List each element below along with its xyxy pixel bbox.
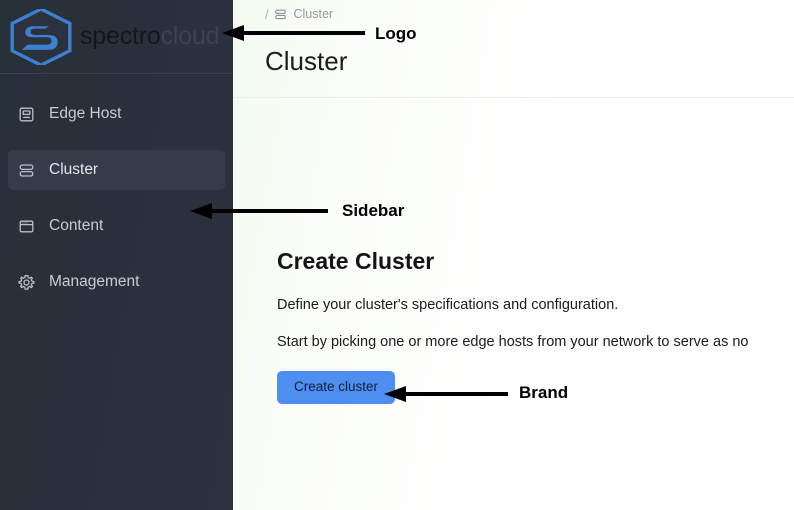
sidebar-item-label: Content	[49, 217, 104, 235]
section-paragraph-1: Define your cluster's specifications and…	[277, 297, 619, 313]
page-header: Cluster	[233, 24, 794, 98]
brand-name-part2: cloud	[160, 22, 220, 50]
sidebar-item-edge-host[interactable]: Edge Host	[8, 94, 225, 134]
section-title: Create Cluster	[277, 248, 435, 274]
annotation-label-brand: Brand	[519, 383, 569, 402]
create-cluster-button[interactable]: Create cluster	[277, 371, 396, 404]
sidebar-nav: Edge Host Cluster	[0, 74, 233, 310]
sidebar: spectrocloud Edge Host	[0, 0, 233, 510]
cluster-icon	[274, 8, 287, 21]
edge-host-icon	[18, 106, 35, 123]
sidebar-item-label: Edge Host	[49, 105, 122, 123]
brand-name-part1: spectro	[80, 22, 161, 50]
content-body: Create Cluster Define your cluster's spe…	[233, 98, 794, 404]
main-content: / Cluster Cluster Create Cluster Define …	[233, 0, 794, 510]
sidebar-item-cluster[interactable]: Cluster	[8, 150, 225, 190]
breadcrumb-item-cluster[interactable]: Cluster	[293, 7, 334, 22]
content-icon	[18, 218, 35, 235]
page-title: Cluster	[265, 45, 348, 76]
brand-name: spectrocloud	[80, 22, 220, 50]
annotation-label-logo: Logo	[375, 24, 417, 43]
sidebar-item-management[interactable]: Management	[8, 262, 225, 302]
sidebar-item-content[interactable]: Content	[8, 206, 225, 246]
sidebar-item-label: Cluster	[49, 161, 99, 179]
section-paragraph-2: Start by picking one or more edge hosts …	[277, 333, 749, 350]
cluster-icon	[18, 162, 35, 179]
annotation-label-sidebar: Sidebar	[342, 201, 405, 220]
breadcrumb: / Cluster	[233, 0, 794, 24]
spectro-cloud-hexagon-logo-icon	[10, 6, 72, 67]
breadcrumb-separator: /	[265, 7, 269, 22]
sidebar-item-label: Management	[49, 273, 140, 291]
gear-icon	[18, 274, 35, 291]
brand-header[interactable]: spectrocloud	[0, 0, 233, 74]
